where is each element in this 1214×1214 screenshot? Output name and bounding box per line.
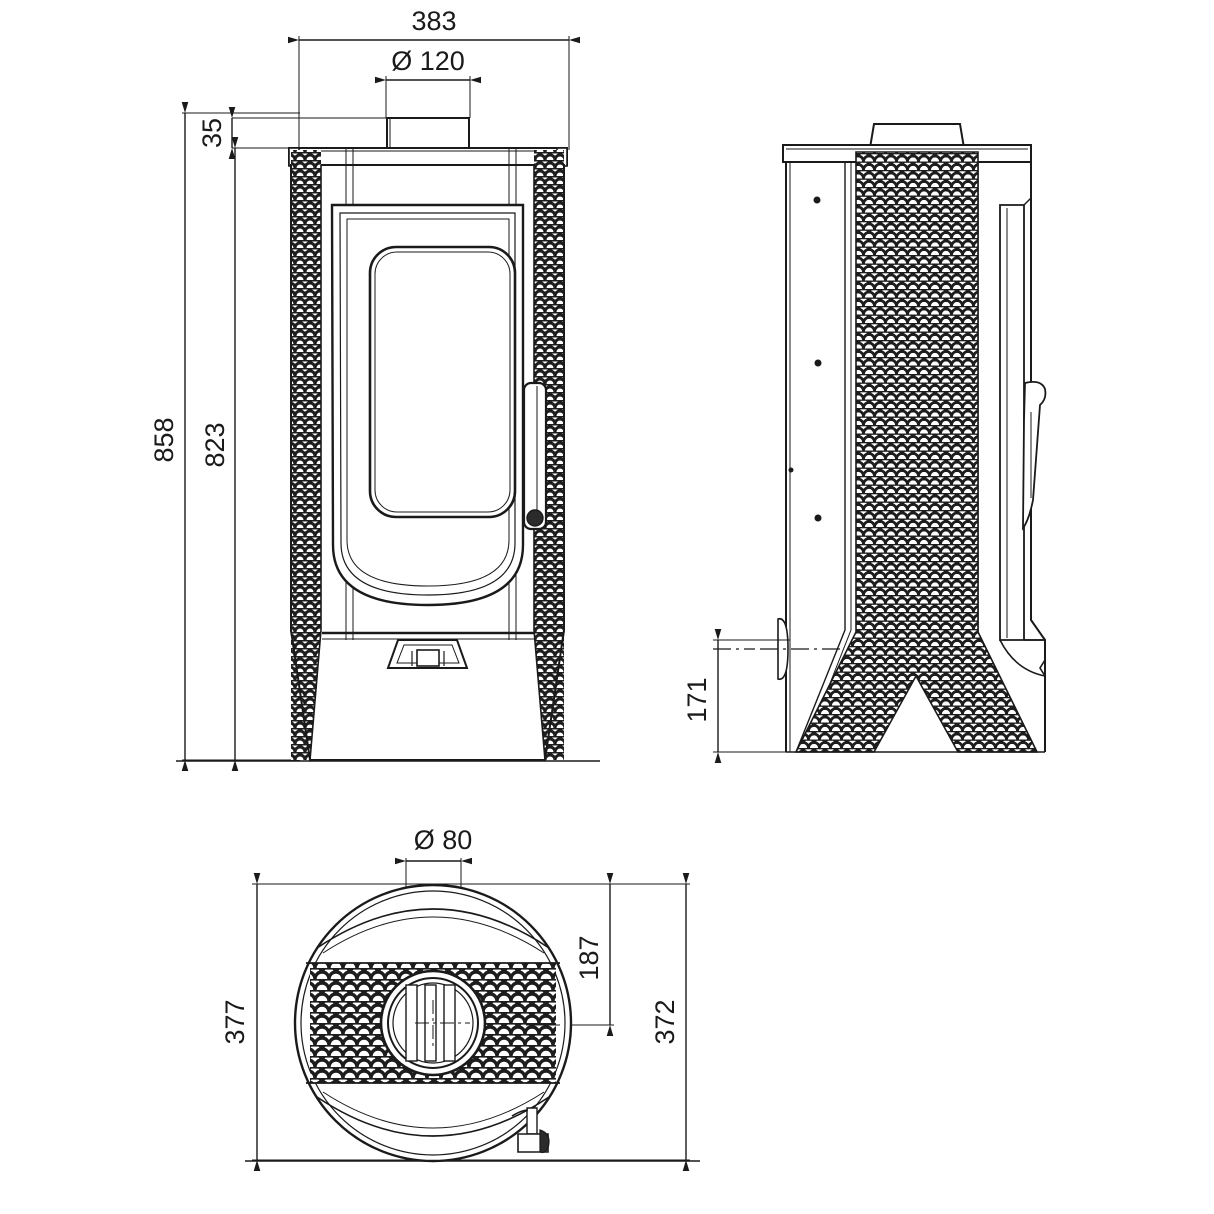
plan-view: Ø 80 377 187 372 <box>220 825 700 1171</box>
plan-band-edges <box>306 962 560 1084</box>
dim-front-width-label: 383 <box>411 6 456 36</box>
front-right-panel-inner-edge <box>533 165 546 761</box>
front-door-glass <box>368 245 517 519</box>
dim-plan-flue-label: Ø 80 <box>414 825 473 855</box>
dim-total-height: 858 <box>149 102 189 771</box>
dim-front-width: 383 <box>288 6 580 44</box>
side-base-block <box>1024 639 1046 752</box>
dim-plan-depth-left-label: 377 <box>220 999 250 1044</box>
dim-body-height-label: 823 <box>200 422 230 467</box>
dim-plan-depth-right: 372 <box>650 873 690 1171</box>
dim-plan-depth-left: 377 <box>220 873 261 1171</box>
front-left-panel-inner-edge <box>309 165 322 761</box>
front-top-plate <box>288 147 568 167</box>
front-left-panel-edge <box>290 165 311 761</box>
plan-front-arc <box>316 908 550 954</box>
dim-leg-height-label: 171 <box>682 677 712 722</box>
dim-plan-depth-right-label: 372 <box>650 999 680 1044</box>
side-texture-outline <box>794 151 1039 753</box>
dim-collar-height-label: 35 <box>197 118 227 148</box>
side-rear-markers <box>788 196 822 522</box>
dim-leg-height: 171 <box>682 629 790 763</box>
dim-body-height: 823 <box>200 137 239 771</box>
plan-rear-arc <box>316 1091 550 1137</box>
dim-front-flue-label: Ø 120 <box>391 46 465 76</box>
front-air-control[interactable] <box>322 631 534 669</box>
front-view: 383 Ø 120 35 858 823 <box>149 6 600 771</box>
front-flue-collar <box>386 117 470 149</box>
dim-plan-offset: 187 <box>574 873 614 1036</box>
front-right-panel-edge <box>544 165 565 761</box>
dim-plan-flue: Ø 80 <box>395 825 473 888</box>
side-door-handle[interactable] <box>1022 380 1047 531</box>
front-door-handle[interactable] <box>522 381 548 531</box>
plan-handle-stub[interactable] <box>511 1107 550 1154</box>
dim-front-flue: Ø 120 <box>375 46 481 84</box>
dim-plan-offset-label: 187 <box>574 935 604 980</box>
plan-central-flue-ring <box>379 969 487 1077</box>
dim-collar-height: 35 <box>197 107 236 159</box>
dim-total-height-label: 858 <box>149 417 179 462</box>
